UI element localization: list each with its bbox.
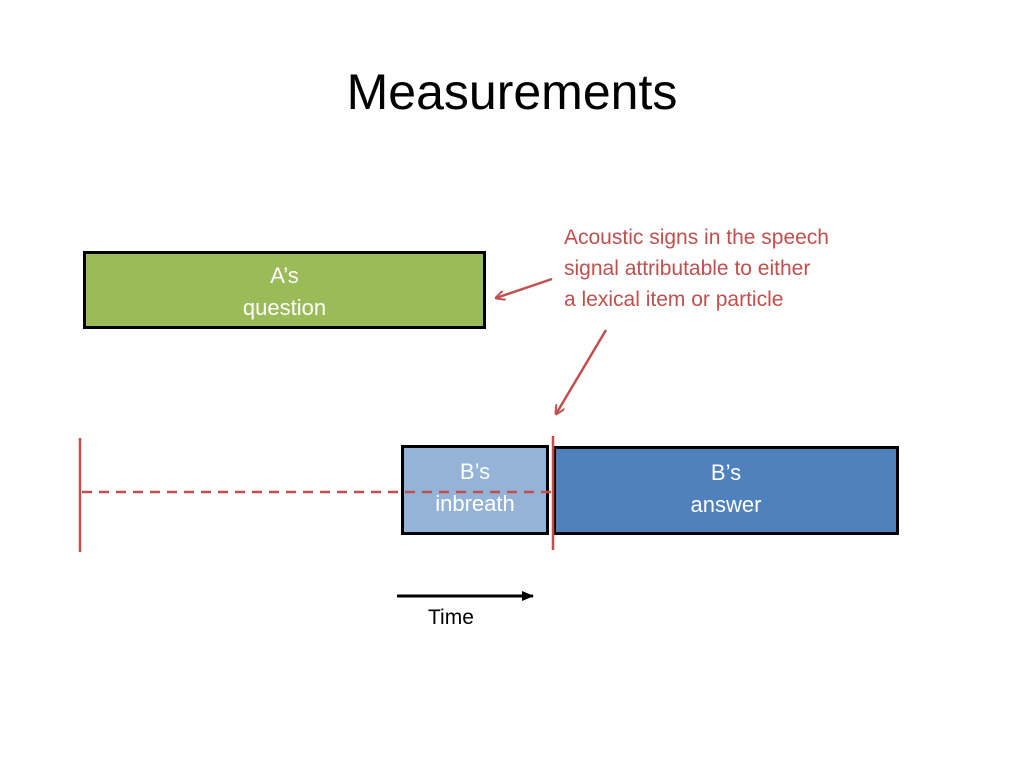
annotation-arrow-to-question: [496, 277, 553, 298]
b-answer-box: B’s answer: [553, 446, 899, 535]
a-question-label-line2: question: [242, 295, 327, 320]
annotation-text: Acoustic signs in the speech signal attr…: [564, 222, 884, 315]
page-title: Measurements: [346, 64, 678, 120]
b-inbreath-label-line2: inbreath: [435, 491, 515, 516]
b-answer-label-line1: B’s: [710, 460, 742, 485]
a-question-label-line1: A’s: [270, 263, 299, 288]
b-inbreath-box: B’s inbreath: [401, 445, 549, 535]
annotation-line-3: a lexical item or particle: [564, 288, 784, 311]
a-question-box: A’s question: [83, 251, 486, 329]
b-inbreath-label-line1: B’s: [459, 459, 491, 484]
time-label: Time: [428, 606, 474, 629]
b-answer-label-line2: answer: [690, 492, 762, 517]
annotation-arrow-to-boundary: [556, 329, 608, 414]
annotation-line-2: signal attributable to either: [564, 257, 811, 280]
annotation-line-1: Acoustic signs in the speech: [564, 226, 829, 249]
